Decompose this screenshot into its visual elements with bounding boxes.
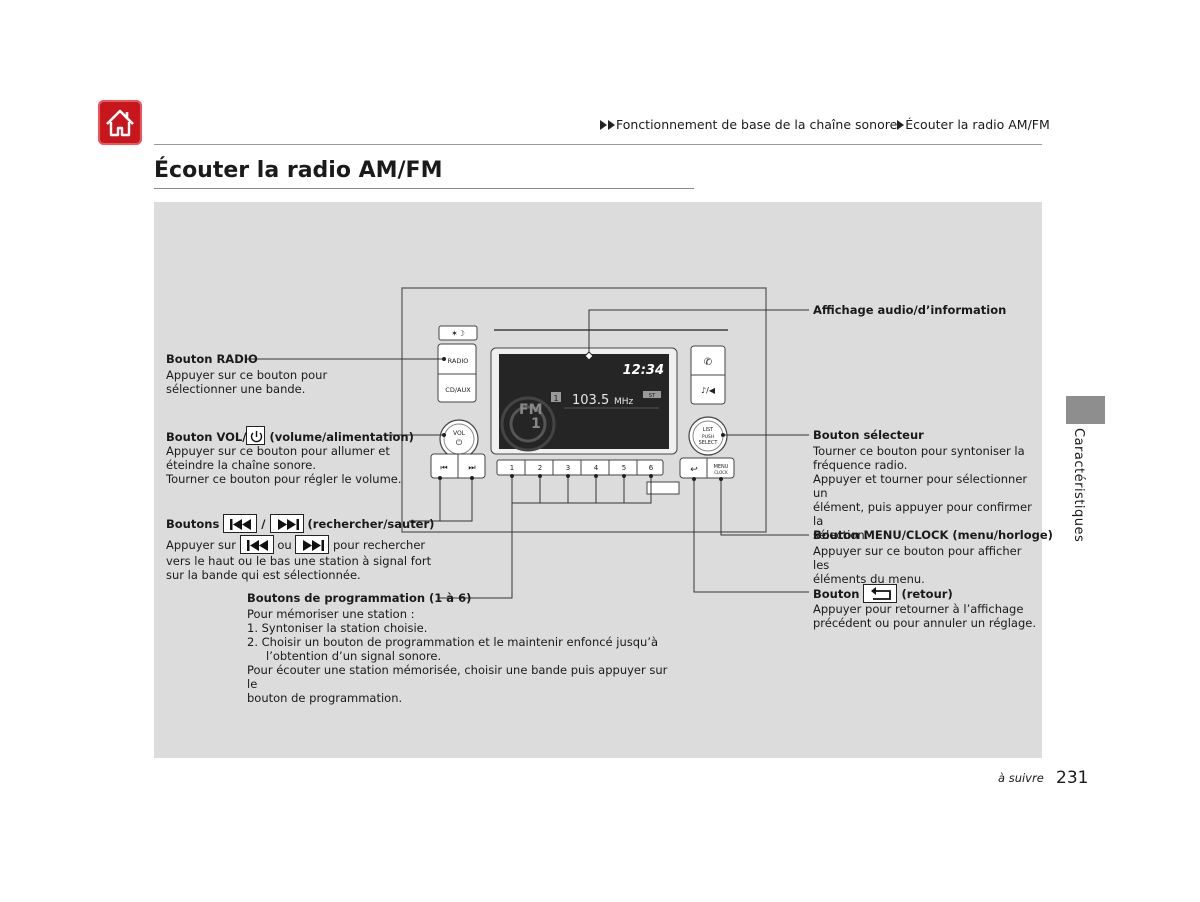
selector-knob-callout: Bouton sélecteur (813, 428, 924, 442)
page-number: 231 (1056, 768, 1089, 788)
callout-lines (247, 309, 809, 599)
menu-button-callout: Bouton MENU/CLOCK (menu/horloge) (813, 528, 1053, 542)
skip-forward-icon (269, 514, 304, 533)
brightness-icon: ✶☽ (451, 329, 465, 338)
skip-forward-icon: ⏭ (468, 463, 475, 472)
fm-signal-icon (509, 405, 547, 443)
stereo-indicator (643, 391, 661, 398)
phone-icon: ✆ (704, 357, 712, 368)
skip-back-icon (239, 535, 274, 554)
home-icon (106, 109, 134, 137)
title-divider (154, 188, 694, 189)
seek-buttons-desc: Appuyer sur ou pour rechercher vers le h… (166, 535, 436, 582)
preset-1: 1 (510, 464, 514, 472)
svg-text:LIST: LIST (703, 427, 714, 433)
preset-3: 3 (566, 464, 570, 472)
display-band-sub: 1 (531, 416, 541, 432)
display-callout: Affichage audio/d’information (813, 303, 1007, 317)
aux-jack-cover (646, 481, 680, 495)
continue-note: à suivre (998, 771, 1044, 785)
home-button[interactable] (98, 100, 142, 145)
arrow-icon (897, 120, 905, 130)
radio-button-callout: Bouton RADIO (166, 352, 258, 366)
audio-unit-diagram: ✶☽ RADIO CD/AUX VOL ⏻ ⏮ ⏭ 12:34 FM 1 1 1… (247, 287, 809, 599)
preset-buttons-desc: Pour mémoriser une station : 1. Syntonis… (247, 607, 668, 705)
radio-cdaux-frame (437, 343, 477, 403)
audio-display (499, 354, 669, 449)
section-tab[interactable] (1066, 396, 1105, 424)
radio-button-label: RADIO (448, 357, 469, 365)
preset-indicator (551, 392, 561, 402)
music-phone-icon: ♪/◀ (701, 386, 716, 395)
vol-button-callout: Bouton VOL/ (volume/alimentation) (166, 426, 414, 445)
vol-label: VOL (453, 430, 466, 437)
svg-text:PUSH: PUSH (702, 434, 714, 440)
svg-text:CLOCK: CLOCK (714, 470, 728, 475)
brightness-button (438, 325, 478, 341)
breadcrumb: Fonctionnement de base de la chaîne sono… (600, 117, 1050, 132)
selector-knob (688, 416, 728, 456)
display-unit: MHz (614, 397, 634, 407)
display-band: FM (519, 402, 543, 418)
unit-outline (401, 287, 767, 533)
preset-strip (496, 459, 664, 476)
preset-buttons-callout: Boutons de programmation (1 à 6) (247, 591, 472, 605)
breadcrumb-current: Écouter la radio AM/FM (905, 117, 1050, 132)
svg-text:MENU: MENU (714, 464, 729, 470)
breadcrumb-section[interactable]: Fonctionnement de base de la chaîne sono… (616, 117, 898, 132)
back-button-callout: Bouton (retour) (813, 584, 953, 603)
skip-forward-icon (295, 535, 330, 554)
skip-back-icon (223, 514, 258, 533)
svg-text:1: 1 (553, 394, 558, 403)
preset-4: 4 (594, 464, 599, 472)
seek-buttons-callout: Boutons / (rechercher/sauter) (166, 514, 434, 533)
power-icon: ⏻ (456, 438, 463, 447)
display-pointer (584, 351, 594, 361)
page-title: Écouter la radio AM/FM (154, 158, 443, 183)
preset-6: 6 (649, 464, 654, 472)
section-label: Caractéristiques (1071, 428, 1086, 543)
arrow-icon (608, 120, 615, 130)
diagram-panel (154, 202, 1042, 758)
svg-text:ST: ST (649, 393, 656, 399)
back-icon (863, 584, 898, 603)
skip-back-icon: ⏮ (440, 463, 447, 472)
preset-buttons: 1 2 3 4 5 6 (510, 460, 654, 475)
callout-dots (438, 357, 725, 481)
svg-text:SELECT: SELECT (699, 440, 719, 446)
preset-2: 2 (538, 464, 542, 472)
display-time: 12:34 (623, 363, 664, 378)
power-icon (246, 426, 266, 445)
arrow-icon (600, 120, 607, 130)
cdaux-button-label: CD/AUX (445, 386, 471, 394)
preset-5: 5 (622, 464, 626, 472)
header-divider (154, 144, 1042, 145)
back-icon: ↩ (690, 465, 698, 475)
display-frequency: 103.5 (572, 393, 609, 408)
